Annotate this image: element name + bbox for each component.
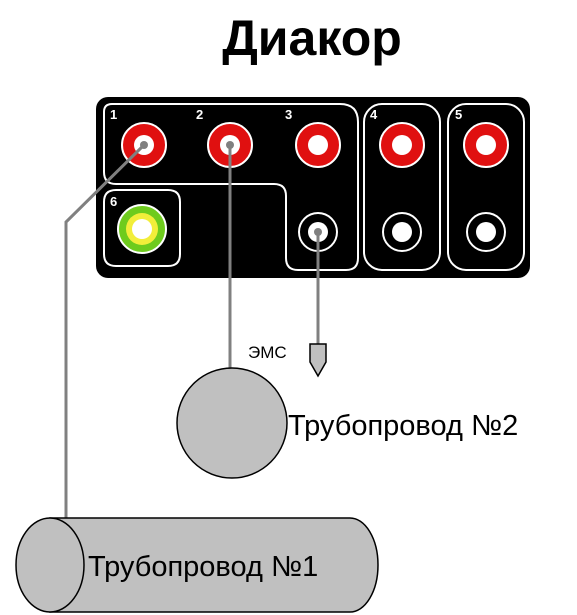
pipeline-2-label: Трубопровод №2 xyxy=(288,410,518,442)
terminal-number-6: 6 xyxy=(110,194,117,209)
terminal-5-black xyxy=(466,212,506,252)
terminal-number-3: 3 xyxy=(285,107,292,122)
terminal-number-1: 1 xyxy=(110,107,117,122)
device-panel: 1 2 3 4 5 6 xyxy=(96,97,530,278)
pipeline-2-cross-section xyxy=(176,367,288,479)
ems-label: ЭМС xyxy=(248,343,287,362)
terminal-number-5: 5 xyxy=(455,107,462,122)
group-outline-5 xyxy=(447,103,525,271)
group-outline-4 xyxy=(363,103,441,271)
wire-terminal-1-to-pipe-1 xyxy=(64,143,146,520)
ems-electrode xyxy=(309,343,327,378)
device-title: Диакор xyxy=(222,10,402,66)
group-outline-1-3 xyxy=(103,103,359,271)
pipeline-1-label: Трубопровод №1 xyxy=(88,551,318,583)
terminal-number-2: 2 xyxy=(196,107,203,122)
terminal-number-4: 4 xyxy=(370,107,378,122)
terminal-4-black xyxy=(382,212,422,252)
group-outline-6 xyxy=(103,189,181,267)
terminal-6 xyxy=(117,204,167,254)
terminal-4 xyxy=(379,122,425,168)
terminal-5 xyxy=(463,122,509,168)
pipeline-1-cylinder xyxy=(15,517,379,613)
terminal-3 xyxy=(295,122,341,168)
